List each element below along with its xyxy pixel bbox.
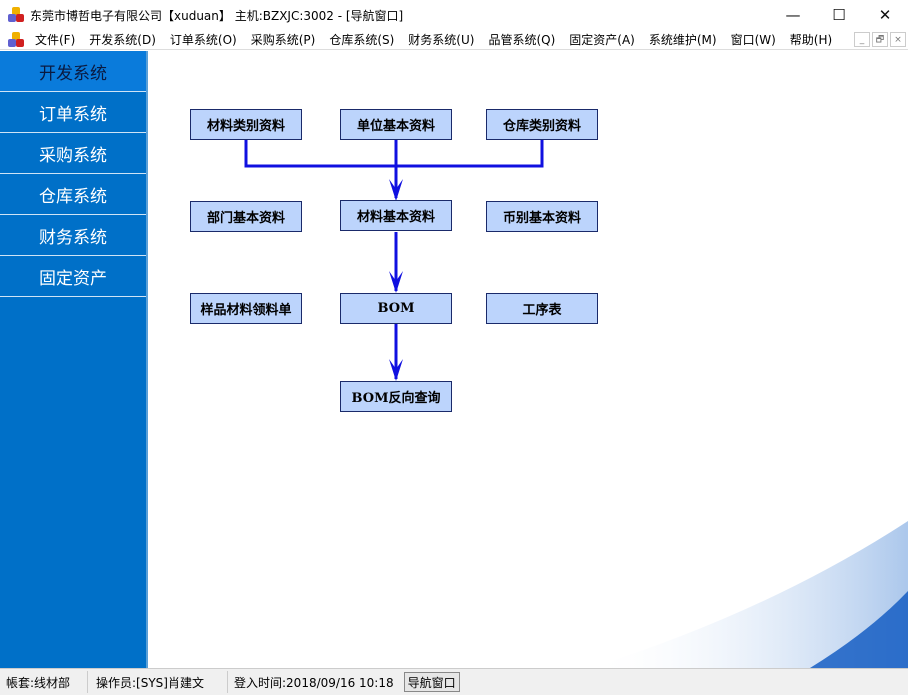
corner-swoosh-decoration [590, 521, 908, 668]
maximize-button[interactable]: ☐ [832, 6, 846, 24]
sidebar-item-warehouse[interactable]: 仓库系统 [0, 174, 146, 215]
navigation-window-button[interactable]: 导航窗口 [403, 672, 460, 692]
arrow-head [389, 179, 403, 201]
node-material-basic[interactable]: 材料基本资料 [340, 200, 452, 231]
flow-connectors [244, 139, 908, 668]
node-bom[interactable]: BOM [340, 293, 452, 324]
node-material-category[interactable]: 材料类别资料 [190, 109, 302, 140]
sidebar-item-finance[interactable]: 财务系统 [0, 215, 146, 256]
app-menu-icon[interactable] [8, 31, 24, 48]
connector-top-merge [244, 139, 544, 198]
node-bom-reverse-query[interactable]: BOM反向查询 [340, 381, 452, 412]
window-title: 东莞市博哲电子有限公司【xuduan】 主机:BZXJC:3002 - [导航窗… [30, 8, 404, 23]
status-operator: 操作员:[SYS]肖建文 [88, 671, 228, 693]
status-login-time: 登入时间:2018/09/16 10:18 [234, 675, 394, 690]
menu-window[interactable]: 窗口(W) [730, 33, 776, 47]
menu-help[interactable]: 帮助(H) [789, 33, 833, 47]
node-process-table[interactable]: 工序表 [486, 293, 598, 324]
menu-purchase[interactable]: 采购系统(P) [250, 33, 316, 47]
mdi-minimize-button[interactable]: _ [854, 32, 870, 47]
node-warehouse-category[interactable]: 仓库类别资料 [486, 109, 598, 140]
title-bar: 东莞市博哲电子有限公司【xuduan】 主机:BZXJC:3002 - [导航窗… [0, 0, 908, 30]
menu-quality[interactable]: 品管系统(Q) [488, 33, 556, 47]
minimize-button[interactable]: — [785, 6, 801, 24]
menu-maintenance[interactable]: 系统维护(M) [648, 33, 717, 47]
node-unit-basic[interactable]: 单位基本资料 [340, 109, 452, 140]
sidebar: 开发系统 订单系统 采购系统 仓库系统 财务系统 固定资产 [0, 51, 148, 668]
status-bar: 帳套:线材部 操作员:[SYS]肖建文 登入时间:2018/09/16 10:1… [0, 668, 908, 695]
sidebar-item-order[interactable]: 订单系统 [0, 92, 146, 133]
sidebar-item-purchase[interactable]: 采购系统 [0, 133, 146, 174]
arrow-head [389, 359, 403, 381]
menu-order[interactable]: 订单系统(O) [169, 33, 237, 47]
node-department-basic[interactable]: 部门基本资料 [190, 201, 302, 232]
menu-fixed-assets[interactable]: 固定资产(A) [569, 33, 635, 47]
status-account: 帳套:线材部 [0, 671, 88, 693]
mdi-restore-button[interactable]: 🗗 [872, 32, 888, 47]
arrow-head [389, 271, 403, 293]
sidebar-item-development[interactable]: 开发系统 [0, 51, 146, 92]
menu-bar: 文件(F) 开发系统(D) 订单系统(O) 采购系统(P) 仓库系统(S) 财务… [0, 30, 908, 50]
node-currency-basic[interactable]: 币别基本资料 [486, 201, 598, 232]
sidebar-item-fixed-assets[interactable]: 固定资产 [0, 256, 146, 297]
close-button[interactable]: ✕ [878, 6, 892, 24]
menu-development[interactable]: 开发系统(D) [89, 33, 156, 47]
app-icon [8, 7, 24, 23]
menu-finance[interactable]: 财务系统(U) [408, 33, 475, 47]
node-sample-requisition[interactable]: 样品材料领料单 [190, 293, 302, 324]
navigation-canvas: 材料类别资料 单位基本资料 仓库类别资料 部门基本资料 材料基本资料 币别基本资… [150, 51, 908, 668]
menu-file[interactable]: 文件(F) [35, 33, 76, 47]
mdi-close-button[interactable]: × [890, 32, 906, 47]
corner-swoosh-band [810, 591, 908, 668]
menu-warehouse[interactable]: 仓库系统(S) [329, 33, 395, 47]
